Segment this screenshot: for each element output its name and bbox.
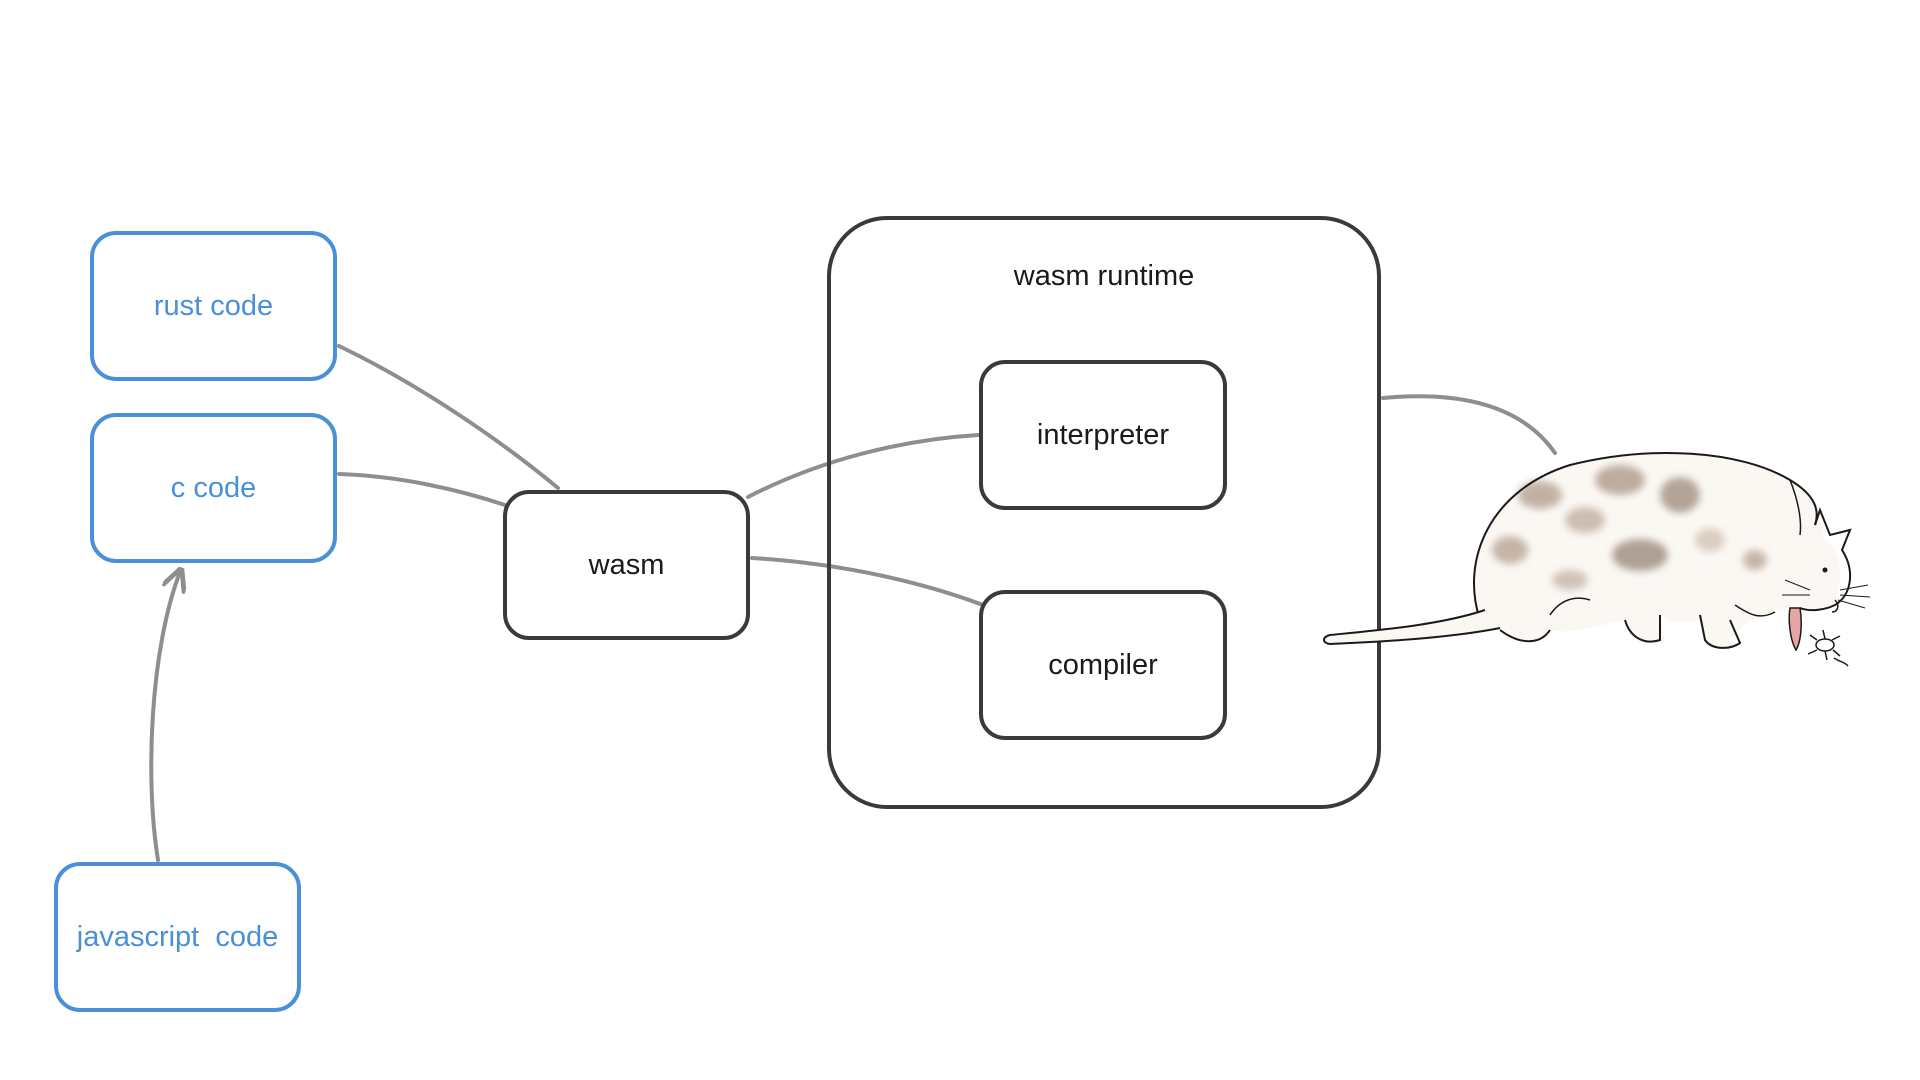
- compiler-label: compiler: [1048, 648, 1158, 681]
- edge-rust-to-wasm: [337, 344, 560, 490]
- compiler-node: compiler: [979, 590, 1227, 740]
- bug-icon: [1807, 629, 1849, 667]
- interpreter-label: interpreter: [1036, 418, 1170, 451]
- rust-code-label: rust code: [153, 289, 274, 322]
- c-code-node: c code: [90, 413, 337, 563]
- javascript-code-label: javascript code: [76, 920, 279, 953]
- cat-tongue: [1788, 607, 1802, 652]
- wasm-node: wasm: [503, 490, 750, 640]
- edge-c-to-wasm: [337, 472, 507, 507]
- javascript-code-node: javascript code: [54, 862, 301, 1012]
- wasm-runtime-container: wasm runtime: [827, 216, 1381, 809]
- rust-code-node: rust code: [90, 231, 337, 381]
- wasm-label: wasm: [588, 548, 665, 581]
- wasm-runtime-title: wasm runtime: [1013, 260, 1195, 292]
- cat-tail: [1323, 609, 1501, 646]
- cat-illustration: [1323, 452, 1871, 667]
- cat-eye: [1822, 567, 1828, 573]
- interpreter-node: interpreter: [979, 360, 1227, 510]
- edge-js-to-c: [149, 572, 180, 862]
- cat-patches: [1492, 465, 1767, 590]
- c-code-label: c code: [170, 471, 257, 504]
